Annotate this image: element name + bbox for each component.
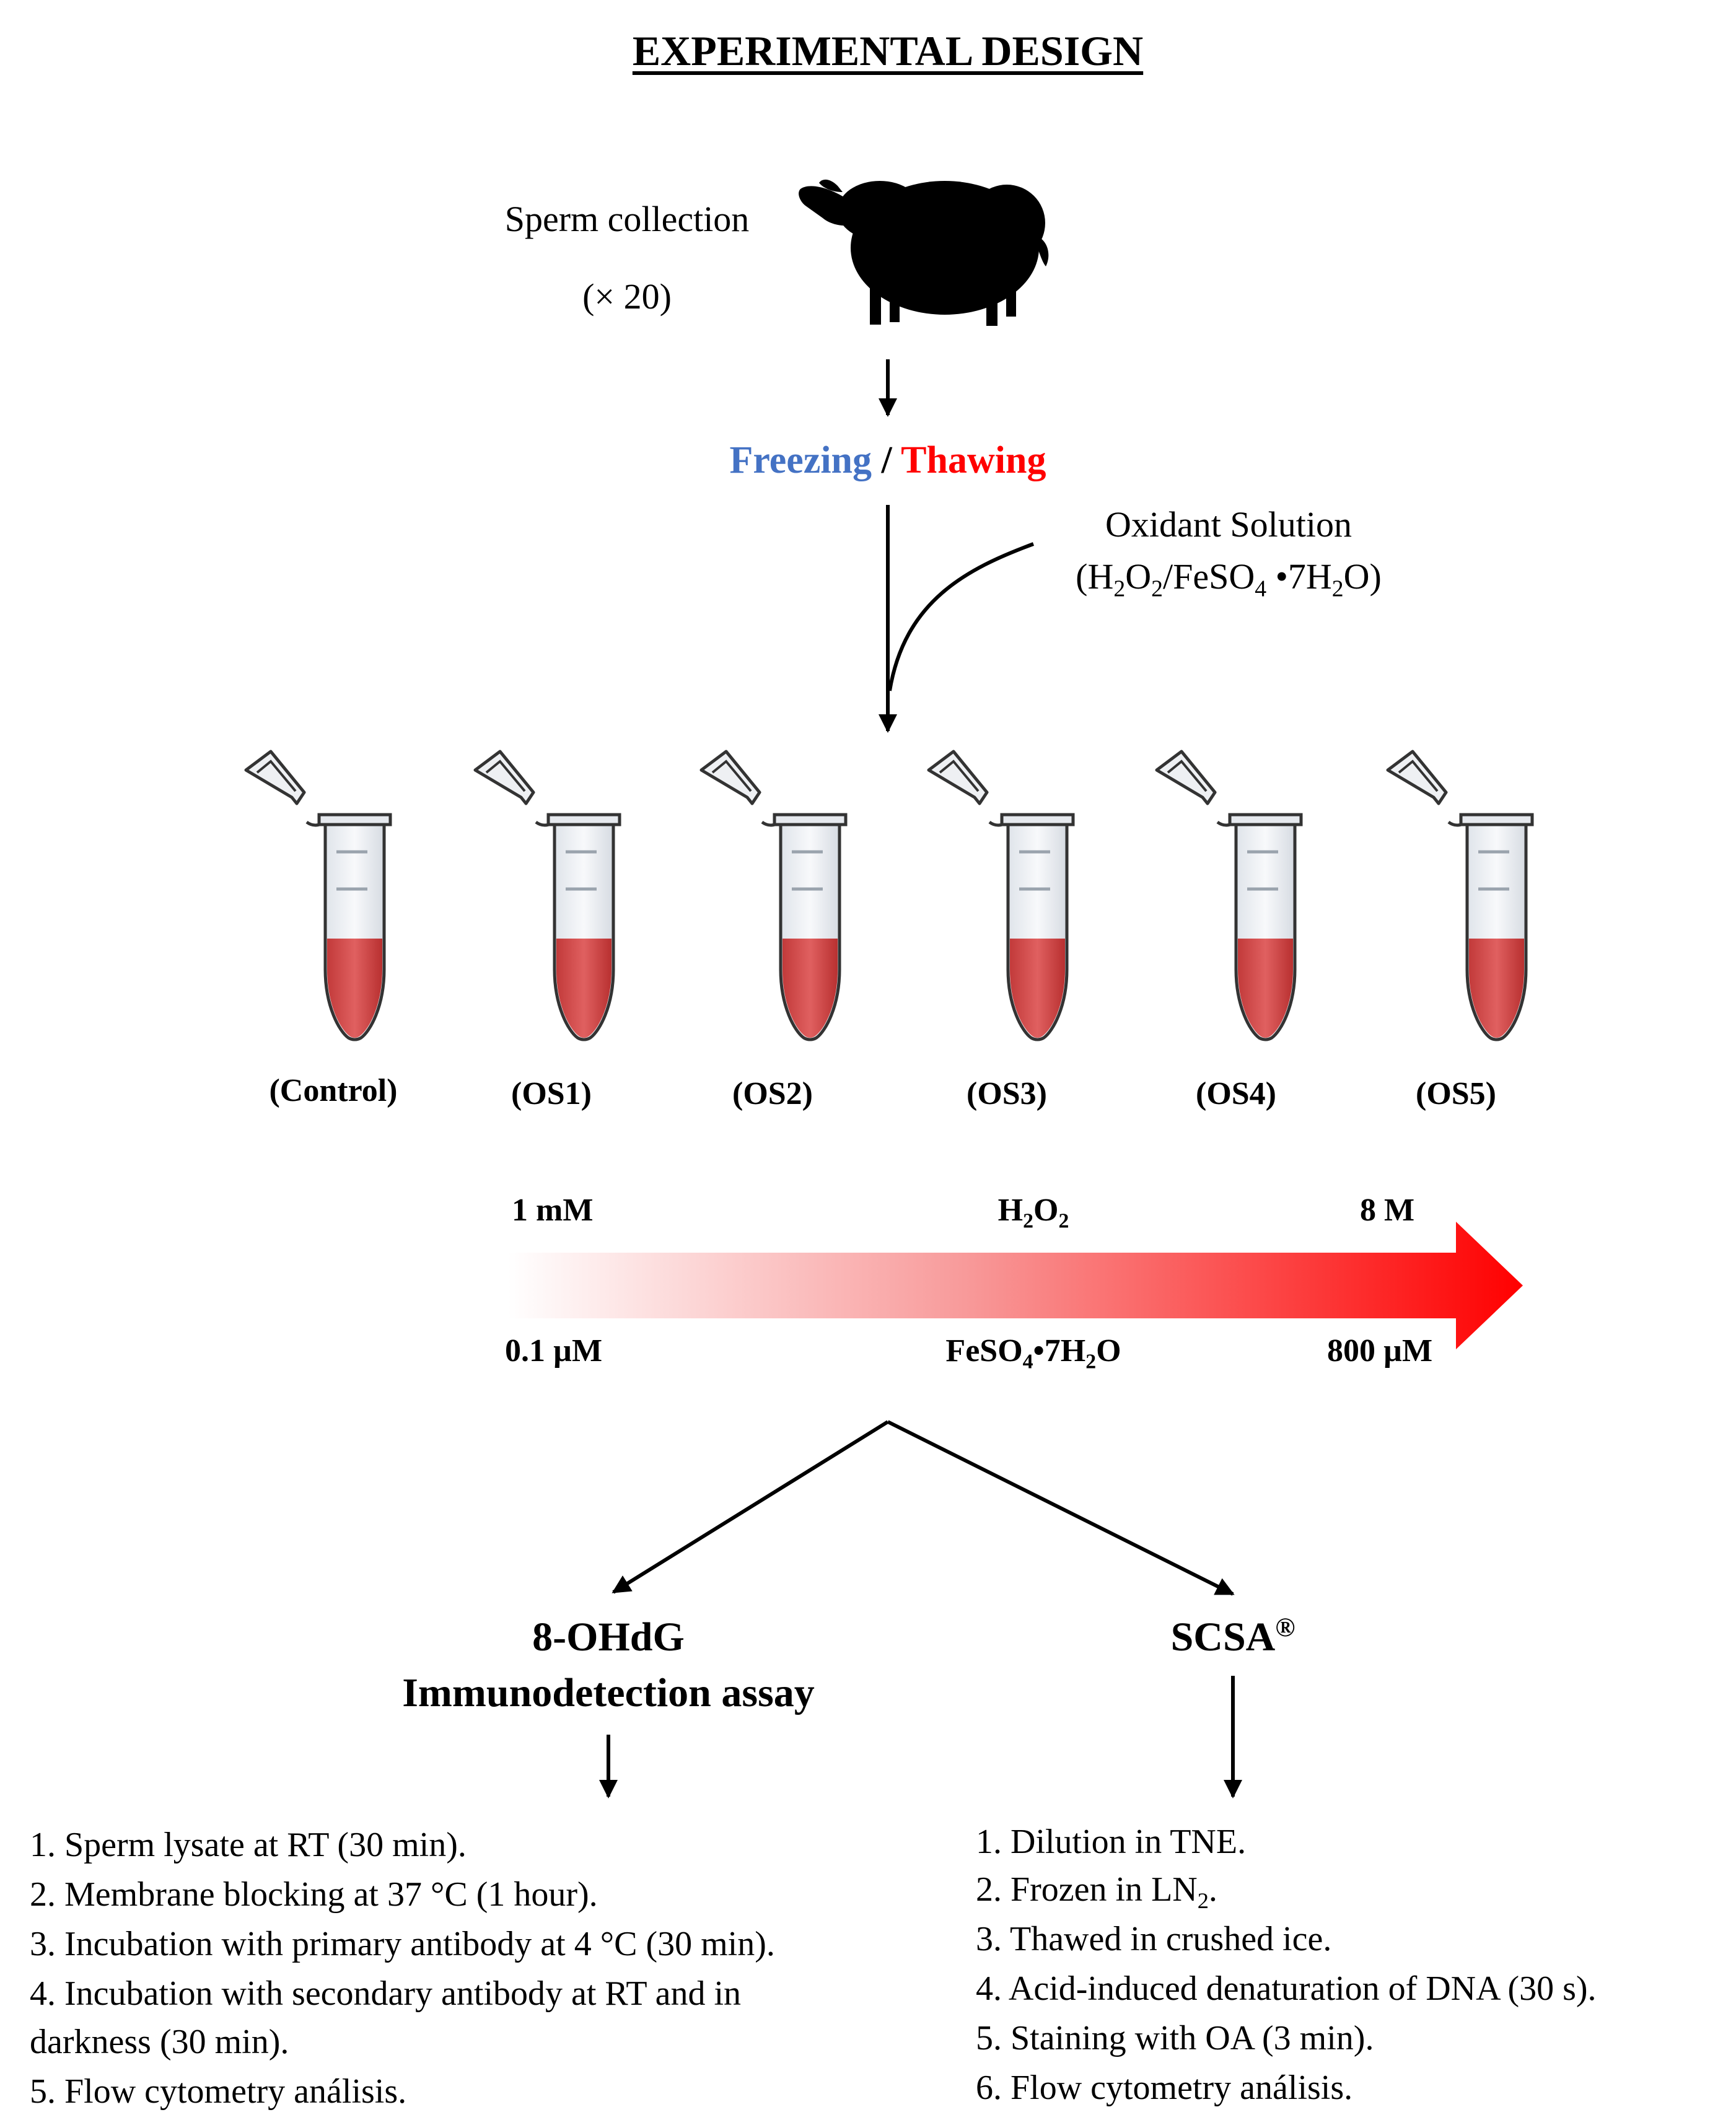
right-step-6: 6. Flow cytometry análisis.	[976, 2069, 1353, 2107]
tube-label-os1: (OS1)	[511, 1076, 592, 1111]
freezing-thawing-label: Freezing / Thawing	[730, 441, 1046, 480]
tube-os4	[1157, 751, 1301, 1040]
tube-label-os5: (OS5)	[1416, 1076, 1496, 1111]
left-step-2: 2. Membrane blocking at 37 °C (1 hour).	[30, 1875, 598, 1914]
left-step-5: 5. Flow cytometry análisis.	[30, 2072, 407, 2111]
tube-label-control: (Control)	[269, 1073, 398, 1108]
freezing-separator: /	[872, 439, 901, 481]
oxidant-solution-label: Oxidant Solution	[1105, 504, 1352, 545]
feso4-min-label: 0.1 µM	[505, 1333, 603, 1369]
left-step-4-cont: darkness (30 min).	[30, 2023, 289, 2061]
oxidant-join-curve	[888, 542, 1035, 691]
tube-os2	[701, 751, 846, 1040]
right-step-3: 3. Thawed in crushed ice.	[976, 1920, 1332, 1958]
h2o2-max-label: 8 M	[1360, 1193, 1415, 1228]
right-step-4: 4. Acid-induced denaturation of DNA (30 …	[976, 1969, 1597, 2008]
right-method-title: SCSA®	[1170, 1613, 1295, 1660]
sperm-collection-count: (× 20)	[582, 276, 672, 317]
h2o2-label: H2O2	[997, 1193, 1069, 1233]
left-method-title-line2: Immunodetection assay	[402, 1670, 815, 1715]
sheep-icon	[799, 179, 1049, 326]
tube-label-os3: (OS3)	[967, 1076, 1047, 1111]
thawing-word: Thawing	[901, 439, 1046, 481]
split-line-left	[612, 1420, 889, 1594]
split-line-right	[887, 1420, 1235, 1596]
feso4-max-label: 800 µM	[1327, 1333, 1433, 1369]
tube-label-os2: (OS2)	[732, 1076, 813, 1111]
oxidant-formula: (H2O2/FeSO4 •7H2O)	[1076, 556, 1382, 602]
feso4-label: FeSO4•7H2O	[945, 1333, 1121, 1373]
page-title: EXPERIMENTAL DESIGN	[632, 27, 1144, 74]
left-step-4: 4. Incubation with secondary antibody at…	[30, 1974, 742, 2013]
sperm-collection-label: Sperm collection	[504, 199, 750, 239]
tube-os3	[929, 751, 1073, 1040]
right-step-2: 2. Frozen in LN2.	[976, 1870, 1217, 1914]
left-step-3: 3. Incubation with primary antibody at 4…	[30, 1925, 775, 1963]
left-step-1: 1. Sperm lysate at RT (30 min).	[30, 1826, 467, 1864]
tube-os1	[475, 751, 620, 1040]
left-method-title-line1: 8-OHdG	[532, 1614, 685, 1660]
right-step-5: 5. Staining with OA (3 min).	[976, 2019, 1374, 2057]
right-step-1: 1. Dilution in TNE.	[976, 1823, 1247, 1861]
h2o2-min-label: 1 mM	[512, 1193, 594, 1228]
tube-os5	[1388, 751, 1532, 1040]
freezing-word: Freezing	[729, 439, 872, 481]
tube-control	[246, 751, 390, 1040]
tube-label-os4: (OS4)	[1196, 1076, 1276, 1111]
concentration-gradient-arrow	[508, 1222, 1523, 1349]
